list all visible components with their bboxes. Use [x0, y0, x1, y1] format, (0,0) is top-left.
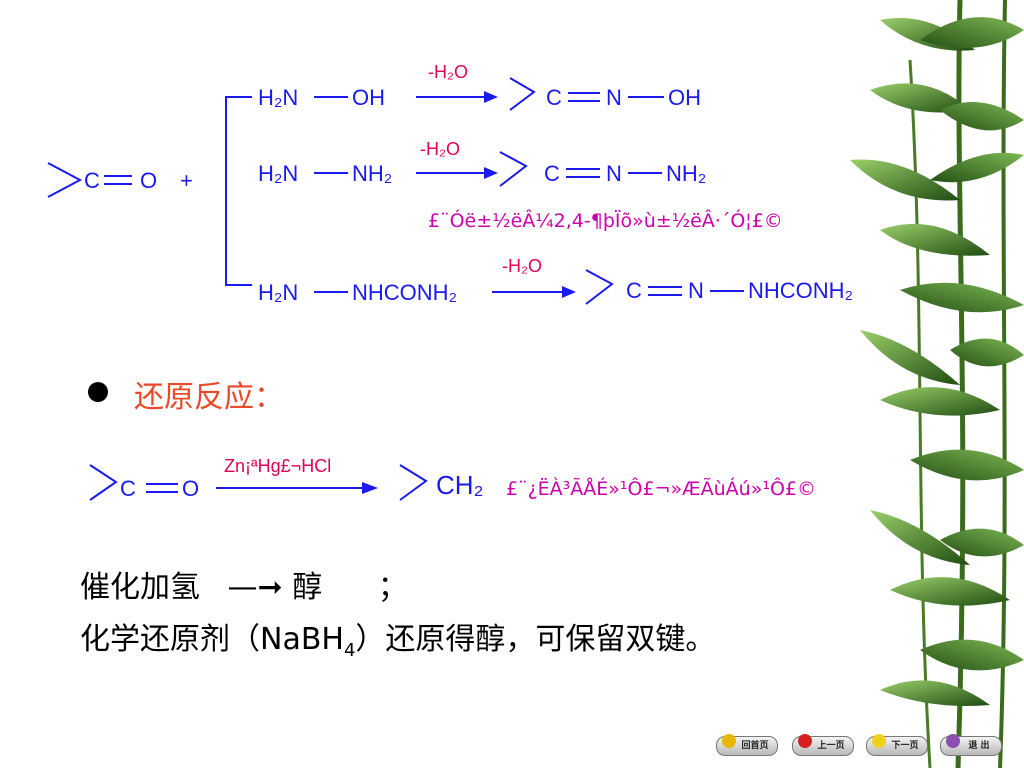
- exit-label: 退 出: [968, 741, 990, 751]
- home-button[interactable]: 回首页: [716, 734, 778, 756]
- row3-reagent-semicarbazide: NHCONH₂: [352, 280, 458, 305]
- row1-reagent-amine: H₂N: [258, 85, 299, 110]
- semicolon: ；: [377, 570, 408, 605]
- hydrogenation-text: 催化加氢: [80, 570, 200, 605]
- row3-reagent-amine: H₂N: [258, 280, 299, 305]
- arrow-right-icon: —➞: [227, 570, 283, 605]
- row2-condition: -H₂O: [420, 139, 460, 159]
- apple-icon: [798, 734, 812, 748]
- row2-note: £¨Óë±½ëÂ¼2,4-¶þÏõ»ù±½ëÂ·´Ó¦£©: [428, 210, 783, 232]
- hydrogenation-line: 催化加氢 —➞ 醇 ；: [80, 562, 408, 606]
- clemmensen-ketone-oxygen: O: [182, 476, 200, 501]
- row2-product-carbon: C: [544, 161, 560, 186]
- clemmensen-product: CH₂: [436, 470, 484, 500]
- grape-icon: [946, 734, 960, 748]
- reduction-heading: 还原反应：: [134, 380, 284, 415]
- row2-product-tail: NH₂: [666, 161, 707, 186]
- chemical-reduction-before: 化学还原剂（NaBH: [80, 622, 344, 657]
- plus-sign: +: [180, 168, 193, 193]
- row3-product-tail: NHCONH₂: [748, 278, 854, 303]
- clemmensen-ketone-carbon: C: [120, 476, 136, 501]
- row3-condition: -H₂O: [502, 256, 542, 276]
- row1-reagent-hydroxyl: OH: [352, 85, 385, 110]
- row2-product-nitrogen: N: [606, 161, 622, 186]
- next-page-button[interactable]: 下一页: [866, 734, 928, 756]
- row3-product-carbon: C: [626, 278, 642, 303]
- lemon-icon: [872, 734, 886, 748]
- next-page-label: 下一页: [891, 741, 919, 751]
- row1-product-carbon: C: [546, 85, 562, 110]
- row3-product-nitrogen: N: [688, 278, 704, 303]
- row1-condition: -H₂O: [428, 62, 468, 82]
- ketone-oxygen: O: [140, 168, 158, 193]
- clemmensen-note: £¨¿ËÀ³ÃÅÉ­»¹Ô­£¬»ÆÃùÁú»¹Ô­£©: [506, 478, 816, 500]
- chemical-reduction-subscript: 4: [343, 640, 356, 661]
- row1-product-tail: OH: [668, 85, 701, 110]
- ketone-carbon: C: [84, 168, 100, 193]
- home-icon: [722, 734, 736, 748]
- exit-button[interactable]: 退 出: [940, 734, 1002, 756]
- row2-reagent-amino: NH₂: [352, 161, 393, 186]
- chemical-reduction-line: 化学还原剂（NaBH4）还原得醇，可保留双键。: [80, 614, 715, 661]
- bullet-icon: [88, 382, 108, 402]
- prev-page-button[interactable]: 上一页: [792, 734, 854, 756]
- chemical-reduction-after: ）还原得醇，可保留双键。: [355, 622, 716, 657]
- row1-product-nitrogen: N: [606, 85, 622, 110]
- clemmensen-condition: Zn¡ªHg£¬HCl: [224, 456, 332, 476]
- prev-page-label: 上一页: [817, 741, 845, 751]
- row2-reagent-amine: H₂N: [258, 161, 299, 186]
- home-label: 回首页: [741, 741, 769, 751]
- hydrogenation-product: 醇: [292, 570, 323, 605]
